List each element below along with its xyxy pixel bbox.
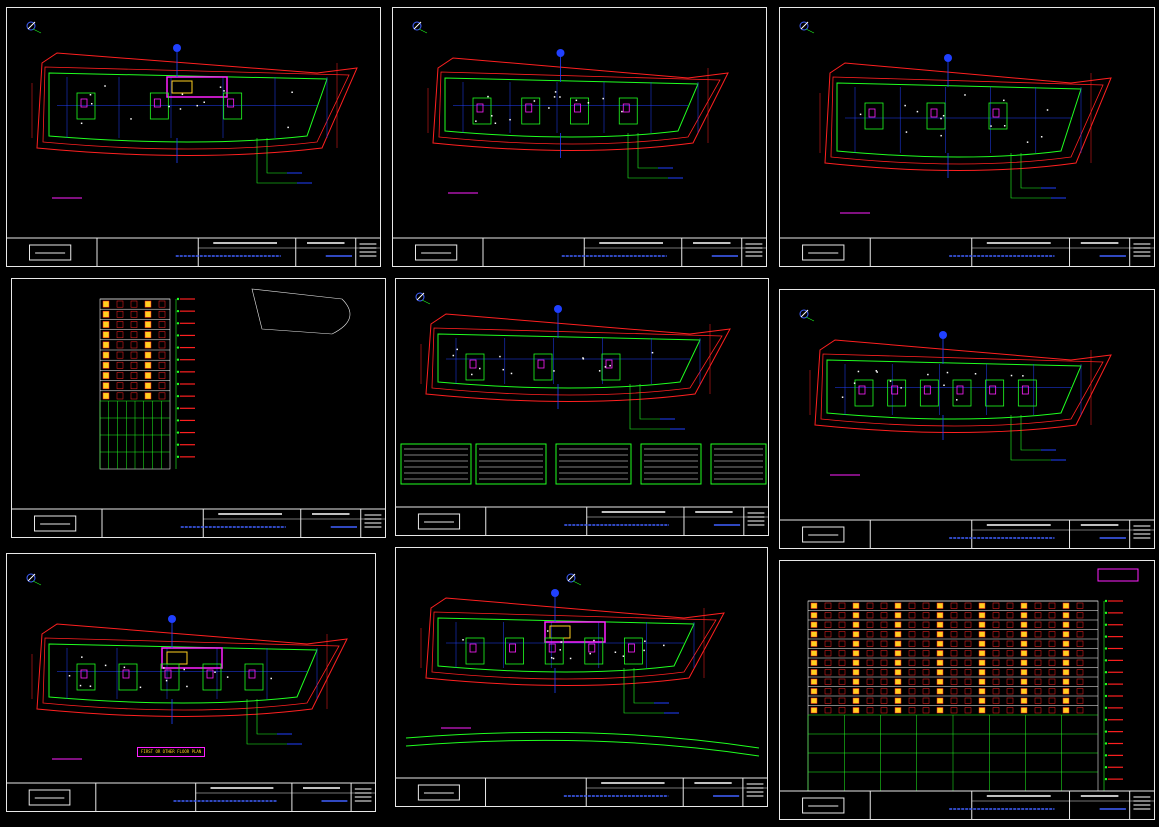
- grid-bubble-icon: [551, 589, 559, 693]
- floor-plan: [819, 54, 1112, 214]
- floor-plan: [420, 589, 725, 729]
- sheet-kind: first-floor-plan: [393, 8, 394, 9]
- north-arrow-icon: [26, 573, 42, 586]
- grid-bubble-icon: [554, 305, 562, 409]
- sheet-7: parking-floor-planFIRST OR OTHER FLOOR P…: [6, 553, 376, 812]
- sheet-kind: typical-floor-plan: [780, 8, 781, 9]
- title-block: [12, 508, 385, 537]
- sheet-6: hotel-floor-plan: [779, 289, 1155, 549]
- sheet-kind: front-elevation: [780, 561, 781, 562]
- grid-bubble-icon: [556, 49, 565, 158]
- grid-bubble-icon: [944, 54, 952, 178]
- title-block: [393, 237, 766, 266]
- grid-bubble-icon: [939, 331, 947, 440]
- sheet-kind: site-plan-with-schedules: [396, 279, 397, 280]
- building-elevation: [99, 297, 195, 470]
- floor-plan: [31, 44, 358, 199]
- title-block: [7, 237, 380, 266]
- grid-bubble-icon: [168, 615, 176, 724]
- title-block: [780, 237, 1154, 266]
- grid-bubble-icon: [173, 44, 181, 163]
- section-callout: [1097, 568, 1139, 582]
- floor-plan: [31, 615, 348, 760]
- sheet-3: typical-floor-plan: [779, 7, 1155, 267]
- north-arrow-icon: [26, 21, 42, 34]
- sheet-2: first-floor-plan: [392, 7, 767, 267]
- sheet-kind: ground-floor-plan: [7, 8, 8, 9]
- north-arrow-icon: [412, 21, 428, 34]
- north-arrow-icon: [799, 21, 815, 34]
- floor-plan: [809, 331, 1112, 476]
- sheet-1: ground-floor-plan: [6, 7, 381, 267]
- sheet-8: site-layout-plan: [395, 547, 768, 807]
- road-edge: [405, 731, 760, 749]
- building-elevation: [807, 599, 1123, 792]
- title-block: [396, 506, 768, 535]
- sheet-kind: elevation-and-key-plan: [12, 279, 13, 280]
- title-block: [396, 777, 767, 806]
- sheet-kind: site-layout-plan: [396, 548, 397, 549]
- sheet-5: site-plan-with-schedules: [395, 278, 769, 536]
- sheet-kind: parking-floor-plan: [7, 554, 8, 555]
- title-block: [780, 519, 1154, 548]
- north-arrow-icon: [415, 292, 431, 305]
- sheet-9: front-elevation: [779, 560, 1155, 820]
- north-arrow-icon: [799, 309, 815, 322]
- title-block: [7, 782, 375, 811]
- title-block: [780, 790, 1154, 819]
- area-schedules: [400, 443, 767, 485]
- floor-plan: [420, 305, 731, 445]
- floor-plan-title: FIRST OR OTHER FLOOR PLAN: [137, 747, 206, 757]
- sheet-4: elevation-and-key-plan: [11, 278, 386, 538]
- floor-plan: [427, 49, 729, 194]
- sheet-kind: hotel-floor-plan: [780, 290, 781, 291]
- key-plan: [251, 288, 351, 335]
- north-arrow-icon: [566, 573, 582, 586]
